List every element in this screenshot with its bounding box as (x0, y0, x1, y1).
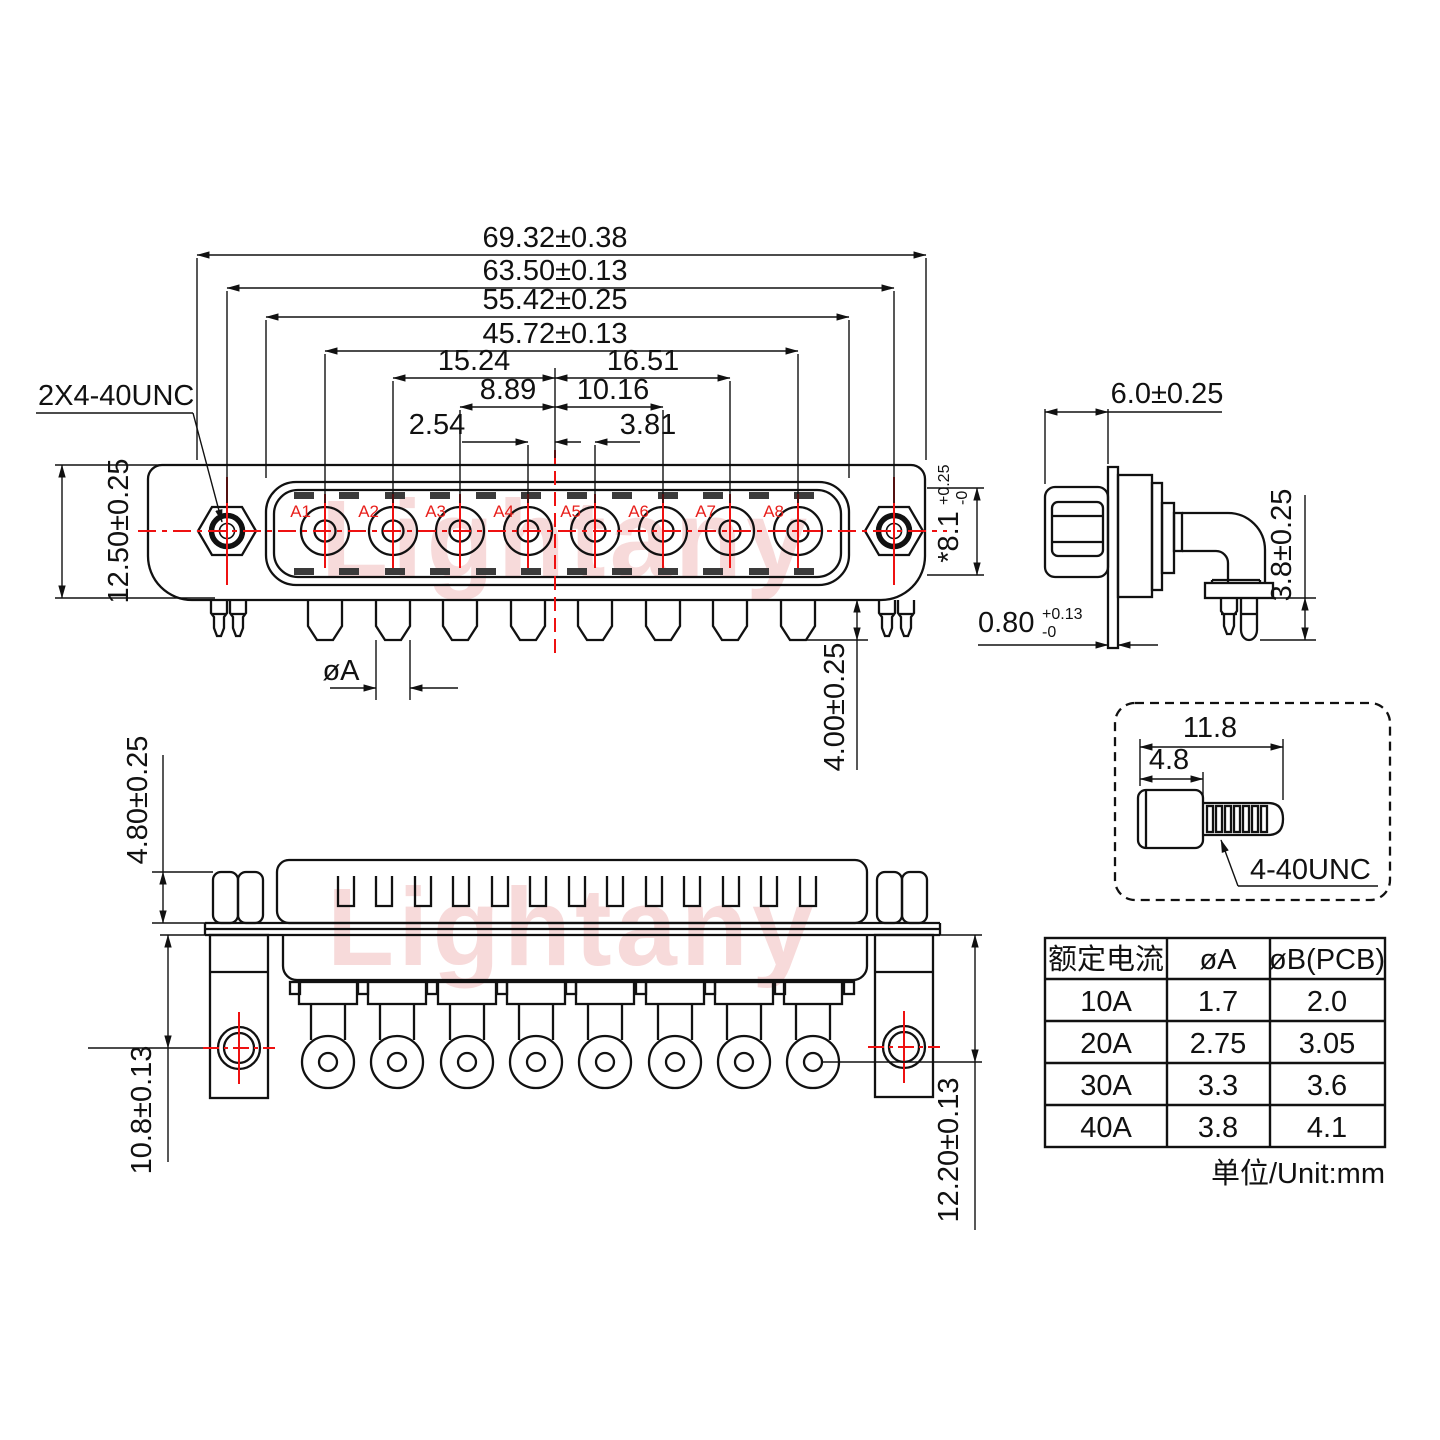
pin-label-a2: A2 (358, 502, 379, 521)
detail-border (1113, 701, 1392, 902)
table-header-dia-b: øB(PCB) (1269, 944, 1385, 976)
terminals (288, 980, 856, 1090)
bottom-outline (203, 858, 942, 1100)
dim-flange-thickness-value: 0.80 (978, 607, 1034, 639)
dim-leg-height: 3.8±0.25 (1260, 489, 1316, 641)
dim-8-89: 8.89 (480, 374, 536, 406)
shell-inner (272, 488, 843, 579)
dim-screw-body-text: 4.8 (1149, 744, 1189, 776)
dim-pin-length-text: 4.00±0.25 (819, 643, 851, 772)
dim-screw-body: 4.8 (1139, 744, 1204, 800)
table-cell: 3.6 (1307, 1070, 1347, 1102)
dim-pin-diameter: øA (322, 640, 458, 700)
table-cell: 30A (1080, 1070, 1132, 1102)
dim-3-81: 3.81 (620, 409, 676, 441)
screw-detail: 11.8 4.8 4-40UNC (1113, 701, 1392, 902)
pin-label-a6: A6 (628, 502, 649, 521)
table-cell: 20A (1080, 1028, 1132, 1060)
dim-boss-height: *8.1 +0.25 -0 (927, 464, 984, 576)
pin-label-a4: A4 (493, 502, 514, 521)
front-dimension-lines (196, 251, 927, 446)
flange-outline (146, 463, 927, 602)
pin-label-a8: A8 (763, 502, 784, 521)
spec-table: 额定电流 øA øB(PCB) 10A 1.7 2.0 20A 2.75 3.0… (1043, 936, 1387, 1190)
dim-boss-height-tol-minus: -0 (954, 491, 971, 505)
solder-pins (306, 600, 817, 642)
table-cell: 1.7 (1198, 986, 1238, 1018)
front-view: A1 A2 A3 A4 A5 A6 A7 A8 (36, 222, 984, 771)
table-cell: 10A (1080, 986, 1132, 1018)
dim-hole-row-offset-text: 10.8±0.13 (126, 1046, 158, 1175)
dim-boss-height-value: *8.1 (933, 511, 965, 563)
dim-bracket-depth: 12.20±0.13 (822, 934, 982, 1230)
pin-labels: A1 A2 A3 A4 A5 A6 A7 A8 (290, 502, 784, 521)
boardlock-prongs (209, 600, 916, 638)
pin-label-a5: A5 (560, 502, 581, 521)
table-cell: 2.75 (1190, 1028, 1246, 1060)
dim-screw-span: 63.50±0.13 (483, 255, 628, 287)
dim-screw-overall-text: 11.8 (1183, 712, 1237, 744)
pin-label-a1: A1 (290, 502, 311, 521)
dim-2-54: 2.54 (409, 409, 465, 441)
table-cell: 40A (1080, 1112, 1132, 1144)
dim-flange-height: 12.50±0.25 (55, 459, 215, 604)
dim-flange-thickness-tol-minus: -0 (1042, 624, 1056, 641)
dim-16-51: 16.51 (607, 345, 680, 377)
table-header-current: 额定电流 (1048, 943, 1164, 976)
table-cell: 3.05 (1299, 1028, 1355, 1060)
dim-pin-length: 4.00±0.25 (806, 599, 868, 772)
dim-flange-thickness-tol-plus: +0.13 (1042, 606, 1083, 623)
screw-thread-label: 4-40UNC (1250, 854, 1371, 886)
dim-bracket-depth-text: 12.20±0.13 (933, 1078, 965, 1223)
table-header-dia-a: øA (1199, 944, 1237, 976)
table-cell: 3.3 (1198, 1070, 1238, 1102)
pin-label-a7: A7 (695, 502, 716, 521)
dim-hole-row-offset: 10.8±0.13 (88, 934, 207, 1175)
shield-slots (336, 876, 818, 908)
dim-front-depth: 6.0±0.25 (1044, 378, 1224, 484)
bottom-view: 4.80±0.25 10.8±0.13 12.20±0.13 (88, 736, 982, 1230)
front-extension-lines (196, 258, 927, 503)
thread-callout: 2X4-40UNC (36, 380, 223, 523)
table-cell: 2.0 (1307, 986, 1347, 1018)
dim-flange-thickness: 0.80 +0.13 -0 (978, 606, 1158, 649)
dim-screw-overall: 11.8 (1139, 712, 1284, 800)
table-cell: 3.8 (1198, 1112, 1238, 1144)
pin-label-a3: A3 (425, 502, 446, 521)
dim-shell-width: 55.42±0.25 (483, 284, 628, 316)
shell-slots (294, 492, 814, 575)
dim-overall-width: 69.32±0.38 (483, 222, 628, 254)
table-cell: 4.1 (1307, 1112, 1347, 1144)
watermark-text: Lightany (327, 866, 817, 989)
unit-note: 单位/Unit:mm (1211, 1157, 1385, 1190)
screw-outline (1136, 788, 1285, 850)
thread-callout-text: 2X4-40UNC (38, 380, 194, 412)
dim-leg-height-text: 3.8±0.25 (1266, 489, 1298, 602)
dim-front-depth-text: 6.0±0.25 (1111, 378, 1224, 410)
dim-boss-height-tol-plus: +0.25 (936, 464, 953, 505)
dim-screw-head-height: 4.80±0.25 (122, 736, 213, 924)
screw-thread-callout: 4-40UNC (1220, 839, 1378, 887)
dim-flange-height-text: 12.50±0.25 (103, 459, 135, 604)
dim-screw-head-height-text: 4.80±0.25 (122, 736, 154, 865)
shell-outer (264, 480, 851, 587)
dim-15-24: 15.24 (438, 345, 511, 377)
side-view: 6.0±0.25 3.8±0.25 0.80 +0.13 -0 (978, 378, 1316, 650)
mount-hole-centerlines (203, 1011, 940, 1084)
dim-pin-diameter-text: øA (322, 655, 360, 687)
dim-10-16: 10.16 (577, 374, 650, 406)
dim-contact-span: 45.72±0.13 (483, 318, 628, 350)
